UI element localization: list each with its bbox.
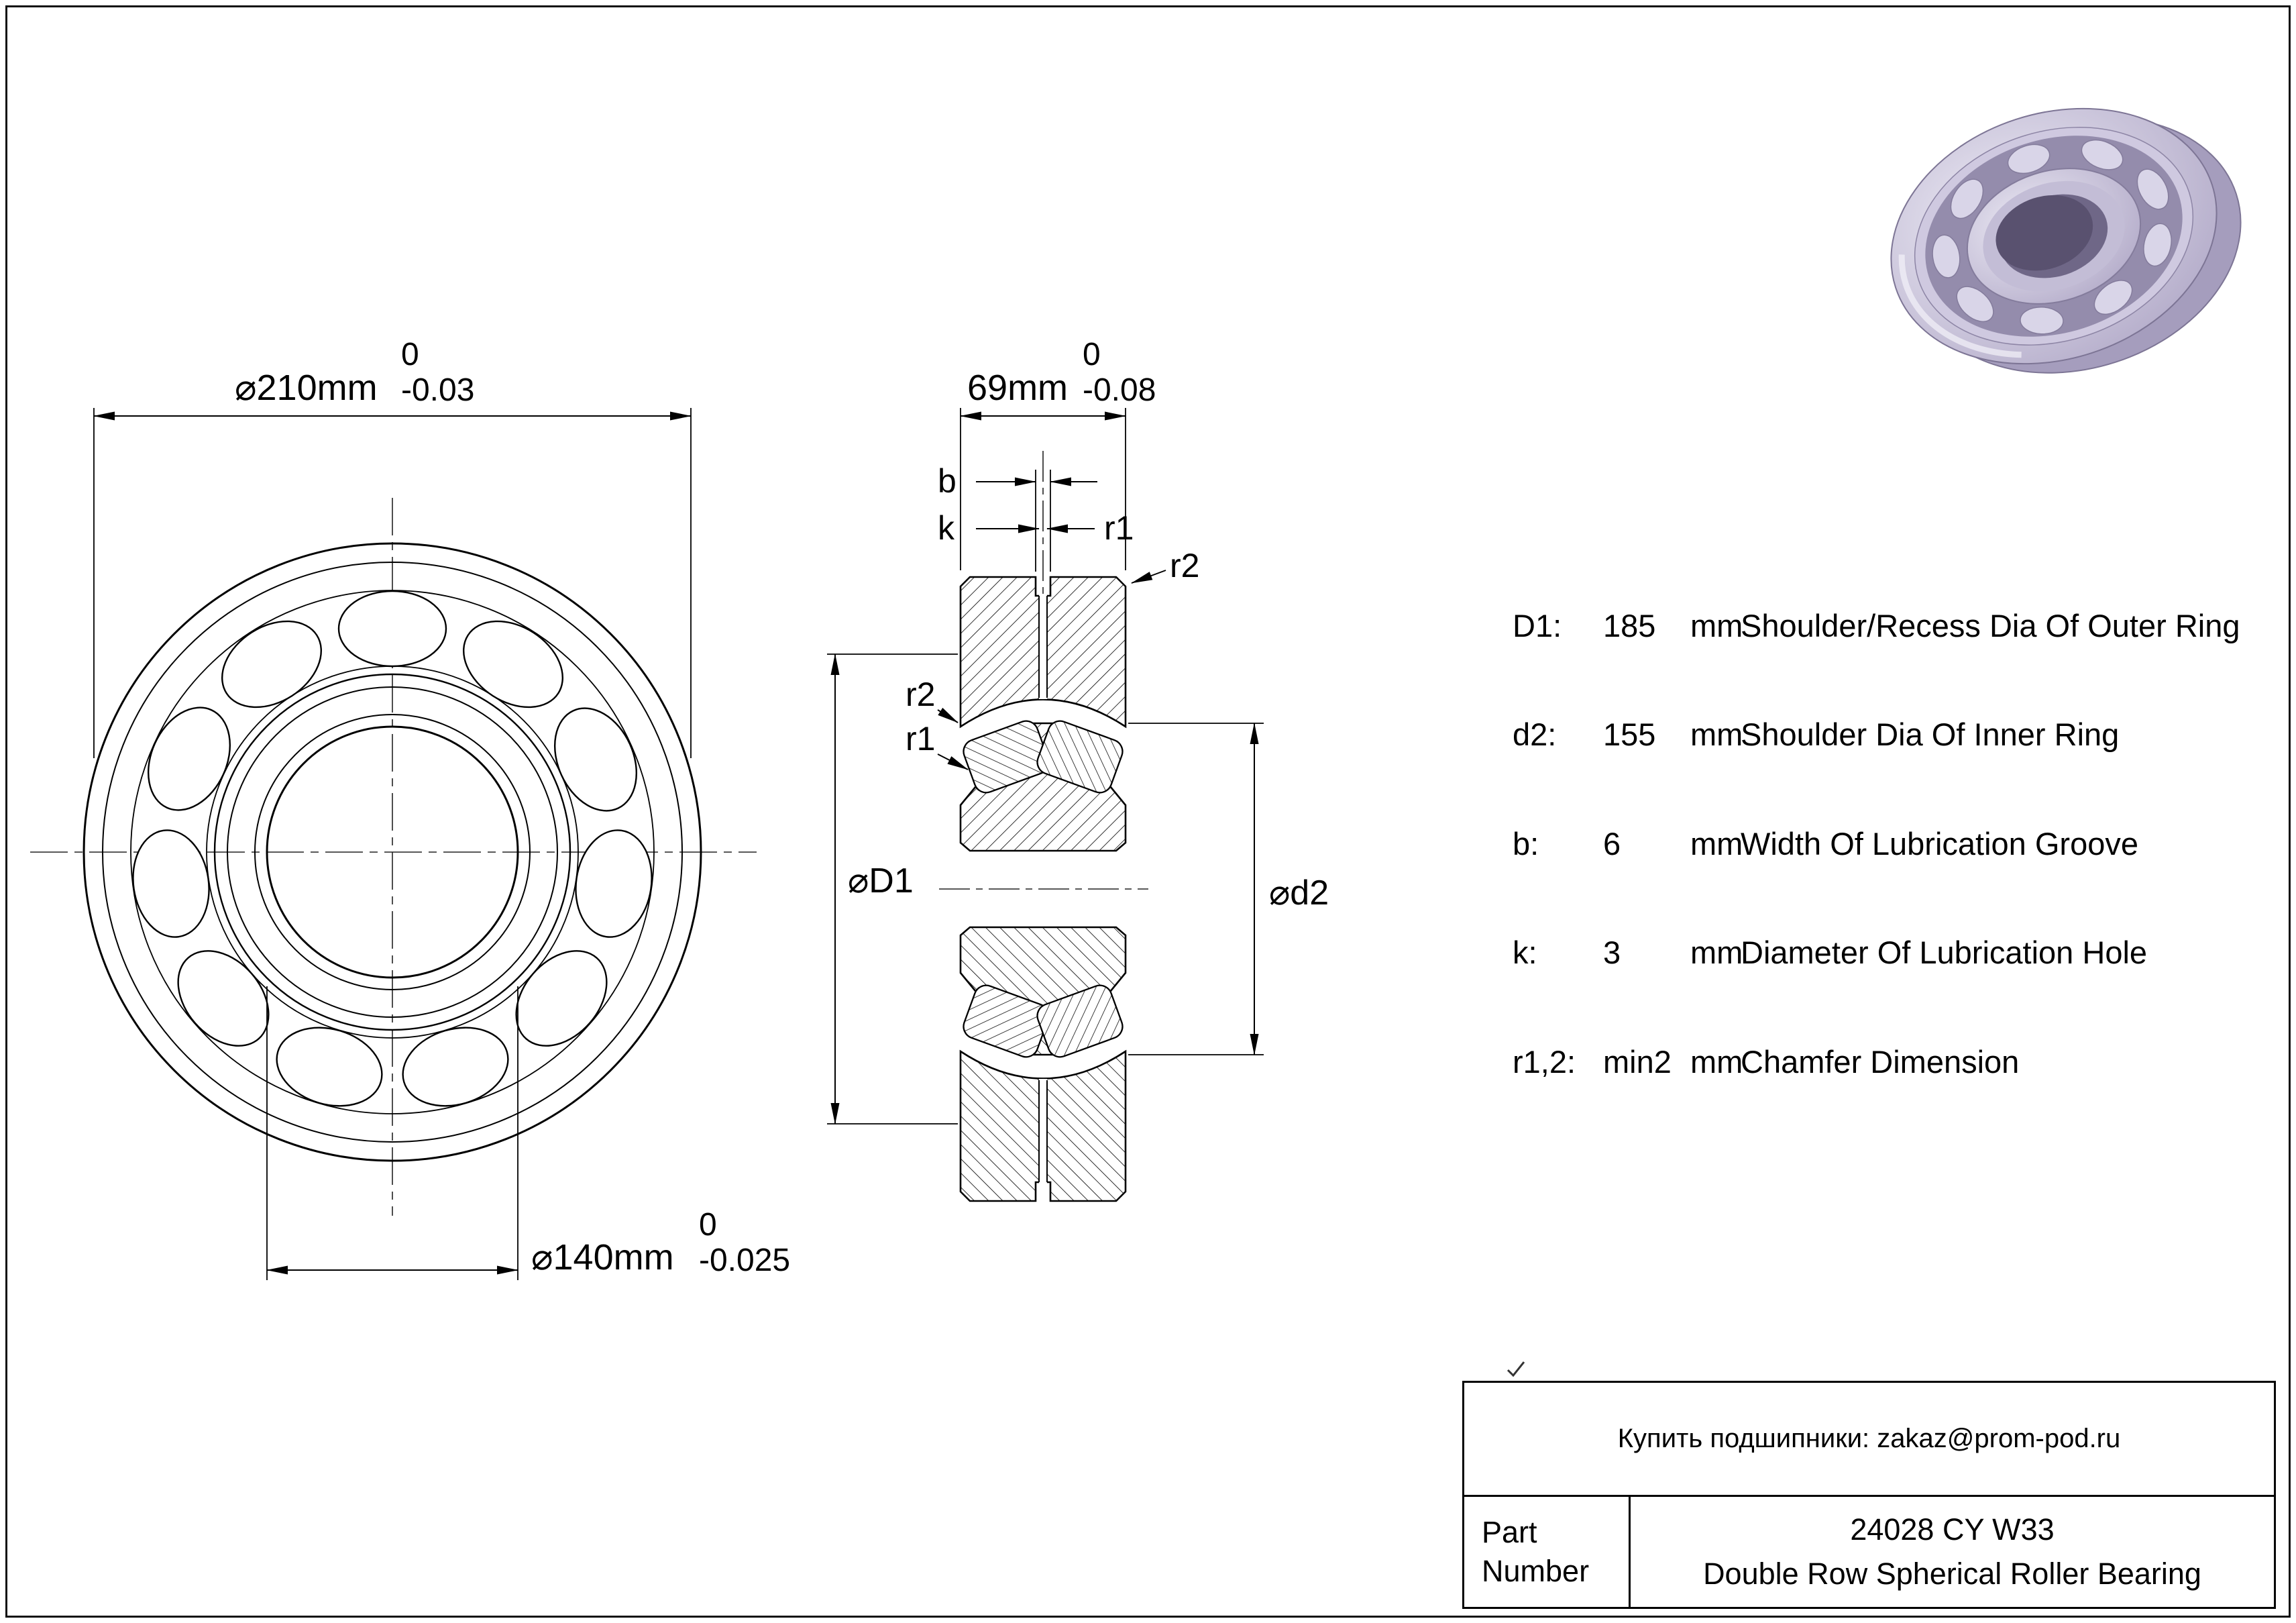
title-block: Купить подшипники: zakaz@prom-pod.ru Par…	[1462, 1381, 2276, 1609]
spec-unit: mm	[1690, 935, 1743, 970]
roller	[147, 706, 231, 811]
bore-circle	[266, 725, 519, 979]
width-tol-upper: 0	[1083, 337, 1101, 372]
spec-label: d2:	[1513, 717, 1557, 752]
bore-diameter-dimension: ⌀140mm 0 -0.025	[266, 986, 790, 1280]
spec-row-r12: r1,2: min2 mm Chamfer Dimension	[1513, 1043, 2291, 1085]
bore-dia-tol-lower: -0.025	[699, 1243, 790, 1278]
width-tol-lower: -0.08	[1083, 372, 1156, 408]
outer-diameter-dimension: ⌀210mm 0 -0.03	[93, 337, 692, 758]
render-roller	[2007, 144, 2051, 174]
part-description: Double Row Spherical Roller Bearing	[1703, 1557, 2201, 1591]
bore-dia-text: ⌀140mm	[531, 1237, 674, 1277]
roller	[221, 620, 322, 709]
section-bottom-half	[959, 926, 1127, 1202]
spec-row-d2: d2: 155 mm Shoulder Dia Of Inner Ring	[1513, 716, 2291, 757]
chamfer-r1-label: r1	[906, 720, 935, 757]
render-roller	[2081, 139, 2124, 170]
spec-value: 185	[1603, 608, 1656, 643]
roller	[402, 1027, 509, 1107]
outer-dia-tol-lower: -0.03	[401, 372, 474, 408]
spec-description: Shoulder/Recess Dia Of Outer Ring	[1741, 608, 2240, 643]
inner-ring-od-circle	[213, 673, 571, 1031]
spec-row-b: b: 6 mm Width Of Lubrication Groove	[1513, 825, 2291, 867]
chamfer-r1-label: r1	[1104, 509, 1134, 547]
title-block-bottom-row: Part Number 24028 CY W33 Double Row Sphe…	[1464, 1497, 2274, 1607]
right-roller-section	[1036, 720, 1124, 794]
render-bore-shadow	[1996, 195, 2093, 271]
inner-ring-raceway-circle	[227, 686, 558, 1018]
render-roller	[2093, 280, 2133, 315]
bore-dia-tol-upper: 0	[699, 1207, 717, 1243]
spec-label: r1,2:	[1513, 1044, 1576, 1080]
lubrication-hole	[1039, 1079, 1047, 1184]
spec-row-d1: D1: 185 mm Shoulder/Recess Dia Of Outer …	[1513, 607, 2291, 649]
roller	[177, 950, 270, 1047]
spec-unit: mm	[1690, 1044, 1743, 1080]
spec-label: b:	[1513, 826, 1539, 861]
spec-label: D1:	[1513, 608, 1562, 643]
render-roller	[1950, 178, 1984, 219]
front-view-drawing: ⌀210mm 0 -0.03 ⌀140mm 0 -0.025	[30, 337, 790, 1280]
spec-description: Width Of Lubrication Groove	[1741, 826, 2138, 861]
chamfer-r2-callout-top: r2	[1131, 547, 1199, 584]
roller	[515, 950, 608, 1047]
d2-dimension-label: ⌀d2	[1269, 874, 1329, 912]
width-dimension: 69mm 0 -0.08	[960, 337, 1156, 570]
section-top-half	[959, 576, 1127, 852]
render-roller	[2143, 223, 2172, 267]
roller	[337, 590, 447, 668]
roller	[463, 620, 563, 709]
right-roller-section	[1036, 984, 1124, 1058]
lubrication-hole	[1039, 594, 1047, 699]
outer-ring-od-circle	[83, 542, 702, 1162]
spec-row-k: k: 3 mm Diameter Of Lubrication Hole	[1513, 934, 2291, 976]
roller	[132, 829, 210, 938]
chamfer-r2-label: r2	[906, 676, 935, 713]
section-view-drawing: 69mm 0 -0.08 b k r1 r2	[827, 337, 1329, 1202]
spec-value: 6	[1603, 826, 1621, 861]
bearing-3d-render	[1890, 107, 2242, 374]
groove-and-hole-dimensions: b k r1	[938, 462, 1134, 572]
spec-unit: mm	[1690, 608, 1743, 643]
chamfer-r2-label: r2	[1170, 547, 1199, 584]
render-roller	[2136, 168, 2169, 210]
roller	[276, 1027, 383, 1107]
spec-description: Chamfer Dimension	[1741, 1044, 2020, 1080]
d1-dimension: ⌀D1	[827, 653, 958, 1124]
spec-description: Shoulder Dia Of Inner Ring	[1741, 717, 2120, 752]
render-roller	[1932, 234, 1961, 278]
roller	[553, 707, 638, 812]
inner-ring-shoulder-circle	[254, 714, 531, 990]
spec-label: k:	[1513, 935, 1537, 970]
part-number-value: 24028 CY W33	[1850, 1512, 2055, 1547]
part-number-label: Part Number	[1464, 1497, 1631, 1607]
spec-value: 3	[1603, 935, 1621, 970]
hole-diameter-label: k	[938, 509, 955, 547]
groove-width-label: b	[938, 462, 956, 500]
outer-dia-tol-upper: 0	[401, 337, 419, 372]
d1-dimension-label: ⌀D1	[848, 861, 914, 900]
spec-value: min2	[1603, 1044, 1672, 1080]
outer-ring-inner-circle	[102, 562, 683, 1143]
roller	[575, 829, 653, 938]
spec-description: Diameter Of Lubrication Hole	[1741, 935, 2148, 970]
render-highlight	[1898, 114, 2209, 358]
d2-dimension: ⌀d2	[1128, 723, 1329, 1055]
render-rollers	[1932, 139, 2172, 335]
render-roller	[2020, 306, 2064, 335]
width-text: 69mm	[967, 368, 1068, 408]
roller-set	[132, 590, 653, 1107]
spec-value: 155	[1603, 717, 1656, 752]
outer-dia-text: ⌀210mm	[235, 368, 378, 408]
revision-tick-mark	[1507, 1361, 1525, 1377]
spec-unit: mm	[1690, 826, 1743, 861]
render-roller	[1956, 286, 1994, 323]
contact-info: Купить подшипники: zakaz@prom-pod.ru	[1464, 1383, 2274, 1497]
part-number-cell: 24028 CY W33 Double Row Spherical Roller…	[1631, 1497, 2274, 1607]
spec-unit: mm	[1690, 717, 1743, 752]
chamfer-callouts-left: r2 r1	[906, 676, 969, 770]
